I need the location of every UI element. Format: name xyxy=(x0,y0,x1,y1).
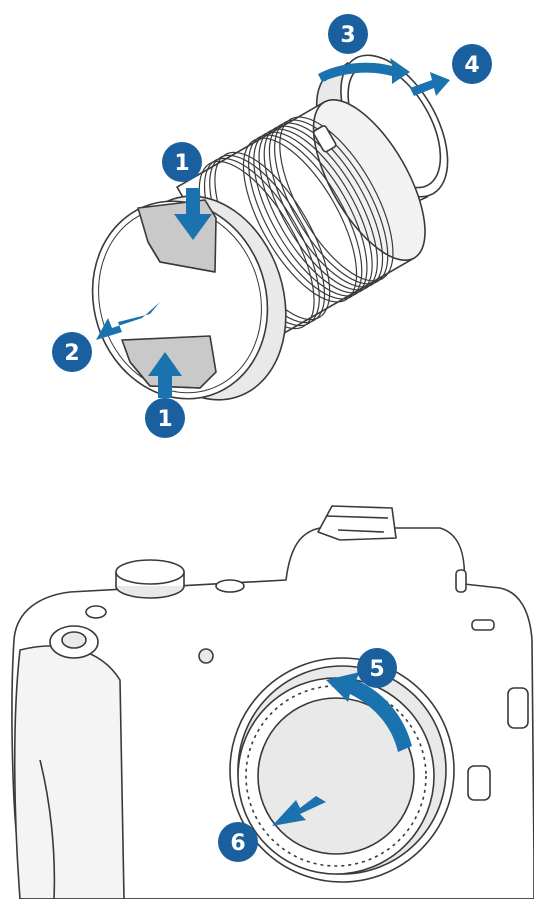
shutter-button xyxy=(49,605,107,659)
badge-step-6: 6 xyxy=(218,822,258,862)
camera-arrows xyxy=(272,672,412,826)
camera-illustration xyxy=(11,505,534,899)
arrow-rotate-rear-cap xyxy=(318,58,410,84)
arrow-rotate-body-cap xyxy=(326,672,412,752)
body-cap xyxy=(237,677,435,875)
arrow-pull-cap xyxy=(96,302,160,340)
badge-step-1-bottom: 1 xyxy=(145,398,185,438)
badge-step-3: 3 xyxy=(328,14,368,54)
arrow-remove-rear-cap xyxy=(410,72,450,96)
badge-step-5: 5 xyxy=(357,648,397,688)
lens-release-button xyxy=(467,765,491,801)
badge-step-5-label: 5 xyxy=(369,657,384,682)
badge-step-1-top: 1 xyxy=(162,142,202,182)
lens-illustration xyxy=(91,54,449,401)
badge-step-3-label: 3 xyxy=(340,23,355,48)
badge-step-2-label: 2 xyxy=(64,341,79,366)
zoom-ring xyxy=(242,116,394,303)
arrow-remove-body-cap xyxy=(272,796,326,826)
top-button xyxy=(215,579,245,593)
badge-step-4: 4 xyxy=(452,44,492,84)
lens-arrows xyxy=(96,58,450,398)
strap-lug xyxy=(507,687,529,729)
hot-shoe xyxy=(317,505,397,541)
camera-grip xyxy=(13,645,125,899)
badge-step-1-top-label: 1 xyxy=(174,151,189,176)
arrow-press-top xyxy=(174,188,212,240)
badge-step-6-label: 6 xyxy=(230,831,245,856)
af-assist-lamp xyxy=(198,648,214,664)
arrow-press-bottom xyxy=(148,352,182,398)
badge-step-2: 2 xyxy=(52,332,92,372)
badge-step-4-label: 4 xyxy=(464,53,479,78)
mode-dial xyxy=(115,559,185,599)
badge-step-1-bottom-label: 1 xyxy=(157,407,172,432)
